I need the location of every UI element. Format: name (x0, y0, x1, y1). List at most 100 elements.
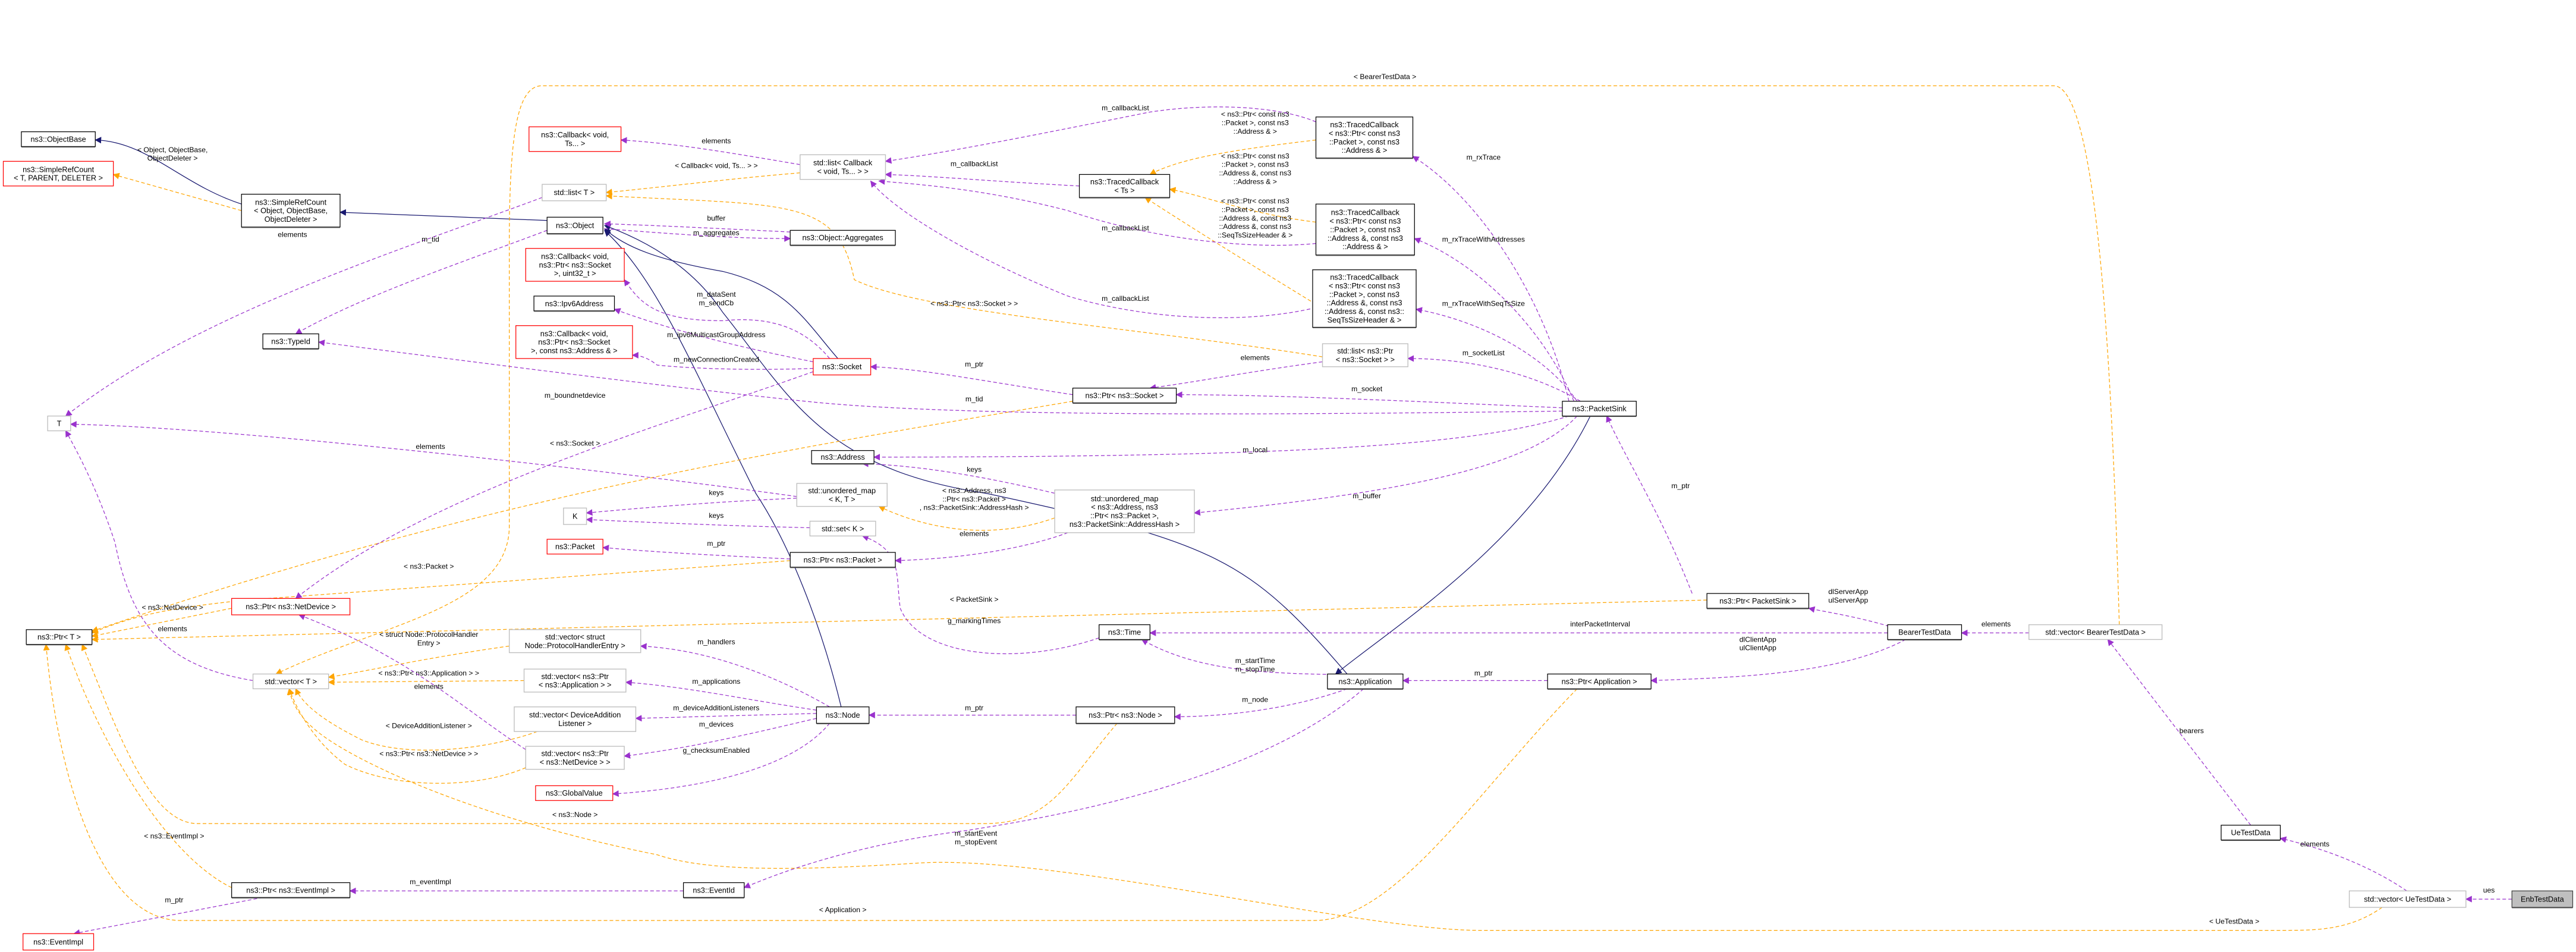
node-label-line: ns3::Packet (555, 542, 595, 551)
node-label: ns3::TracedCallback< Ts > (1090, 177, 1159, 194)
class-node-umap-kt[interactable]: std::unordered_map< K, T > (796, 483, 888, 507)
edge-label: elements (1981, 620, 2011, 628)
class-node-ptr-pkt[interactable]: ns3::Ptr< ns3::Packet > (790, 552, 896, 568)
node-box (1078, 174, 1171, 198)
usage-edge (586, 498, 797, 516)
edge-label-line: ::Packet >, const ns3 (1222, 119, 1289, 127)
node-label-line: ns3::Callback< void, (540, 329, 608, 338)
edge-label: m_tid (965, 395, 983, 403)
node-box (790, 552, 896, 568)
class-node-typeid[interactable]: ns3::TypeId (262, 333, 319, 350)
node-box (21, 131, 96, 147)
class-node-src-obj[interactable]: ns3::SimpleRefCount< Object, ObjectBase,… (241, 193, 341, 228)
class-node-app[interactable]: ns3::Application (1327, 673, 1404, 690)
usage-edge (73, 897, 263, 936)
class-node-packet[interactable]: ns3::Packet (546, 539, 603, 555)
node-box (47, 415, 71, 432)
edge-label: m_callbackList (1102, 104, 1149, 112)
class-node-address[interactable]: ns3::Address (811, 450, 875, 465)
class-node-socket[interactable]: ns3::Socket (813, 358, 872, 376)
class-node-node[interactable]: ns3::Node (816, 706, 870, 724)
edge-label-line: dlServerApp (1828, 587, 1868, 596)
class-node-ptr-t[interactable]: ns3::Ptr< T > (26, 629, 93, 646)
edge-label-line: ::Ptr< ns3::Packet > (942, 495, 1006, 503)
class-node-tc2[interactable]: ns3::TracedCallback< ns3::Ptr< const ns3… (1315, 203, 1415, 256)
class-node-tc-ts[interactable]: ns3::TracedCallback< Ts > (1078, 174, 1171, 199)
class-node-list-ps[interactable]: std::list< ns3::Ptr< ns3::Socket > > (1322, 343, 1408, 367)
usage-edge (603, 221, 791, 232)
class-node-k[interactable]: K (563, 507, 587, 525)
class-node-t[interactable]: T (47, 415, 71, 432)
template-edge (91, 401, 1073, 633)
class-node-eventimpl[interactable]: ns3::EventImpl (23, 933, 95, 951)
class-node-set-k[interactable]: std::set< K > (809, 520, 876, 537)
class-node-vec-ue[interactable]: std::vector< UeTestData > (2348, 890, 2467, 908)
class-node-ue[interactable]: UeTestData (2220, 825, 2281, 841)
class-node-eventid[interactable]: ns3::EventId (682, 882, 745, 898)
class-node-psink[interactable]: ns3::PacketSink (1562, 401, 1637, 417)
node-box (546, 539, 603, 555)
node-label: ns3::Ipv6Address (545, 299, 603, 308)
class-node-cb-addr[interactable]: ns3::Callback< void,ns3::Ptr< ns3::Socke… (515, 325, 633, 359)
edge-label: elements (2300, 840, 2329, 849)
class-node-vec-t[interactable]: std::vector< T > (252, 673, 329, 690)
edge-label: m_ptr (707, 539, 725, 548)
inheritance-edge (95, 137, 242, 205)
class-node-vec-btd[interactable]: std::vector< BearerTestData > (2028, 624, 2163, 640)
node-label: ns3::TracedCallback< ns3::Ptr< const ns3… (1325, 273, 1404, 325)
class-node-btd[interactable]: BearerTestData (1887, 624, 1962, 640)
template-edge (605, 172, 800, 196)
class-node-vec-app[interactable]: std::vector< ns3::Ptr< ns3::Application … (523, 668, 627, 693)
node-label: std::vector< ns3::Ptr< ns3::NetDevice > … (540, 749, 611, 766)
class-node-object[interactable]: ns3::Object (546, 216, 603, 235)
class-node-enb[interactable]: EnbTestData (2511, 890, 2574, 909)
edge-label-line: < PacketSink > (950, 595, 999, 604)
node-label: std::list< T > (553, 188, 595, 197)
class-node-objbase[interactable]: ns3::ObjectBase (21, 131, 96, 147)
class-node-ipv6[interactable]: ns3::Ipv6Address (533, 296, 615, 312)
class-node-ptr-ei[interactable]: ns3::Ptr< ns3::EventImpl > (231, 882, 351, 898)
class-node-umap-big[interactable]: std::unordered_map< ns3::Address, ns3::P… (1054, 489, 1195, 533)
node-label-line: ::Address &, const ns3 (1328, 234, 1403, 243)
node-label-line: ns3::Callback< void, (541, 252, 609, 260)
node-box (1075, 706, 1175, 724)
node-box (1312, 269, 1417, 328)
class-node-list-cb[interactable]: std::list< Callback< void, Ts... > > (800, 154, 886, 180)
node-box (26, 629, 93, 645)
edge-label-line: m_stopTime (1235, 665, 1275, 674)
edge-label-line: ulServerApp (1828, 596, 1868, 605)
node-box (1327, 673, 1404, 689)
class-node-tc1[interactable]: ns3::TracedCallback< ns3::Ptr< const ns3… (1315, 117, 1414, 159)
class-node-aggr[interactable]: ns3::Object::Aggregates (790, 230, 896, 246)
class-node-cb-ts[interactable]: ns3::Callback< void,Ts... > (529, 126, 622, 152)
class-node-time[interactable]: ns3::Time (1099, 624, 1150, 640)
edge-label-line: m_sendCb (699, 299, 734, 307)
node-label-line: std::list< Callback (813, 158, 873, 167)
edge-label-line: bearers (2179, 727, 2204, 735)
class-node-ptr-sock[interactable]: ns3::Ptr< ns3::Socket > (1072, 388, 1177, 404)
class-node-vec-nd[interactable]: std::vector< ns3::Ptr< ns3::NetDevice > … (525, 746, 625, 770)
class-node-ptr-app[interactable]: ns3::Ptr< Application > (1547, 673, 1652, 690)
edge-label-line: elements (960, 529, 989, 538)
edge-label-line: m_handlers (697, 638, 735, 646)
class-node-ptr-node[interactable]: ns3::Ptr< ns3::Node > (1075, 706, 1175, 724)
edge-label: m_handlers (697, 638, 735, 646)
class-node-cb-u32[interactable]: ns3::Callback< void,ns3::Ptr< ns3::Socke… (525, 248, 625, 282)
node-label-line: ns3::GlobalValue (546, 788, 603, 797)
edge-label-line: < DeviceAdditionListener > (386, 722, 472, 730)
edge-label-line: m_dataSent (697, 290, 736, 299)
class-node-ptr-nd[interactable]: ns3::Ptr< ns3::NetDevice > (231, 598, 351, 615)
node-label-line: ns3::Time (1108, 627, 1141, 636)
edge-label-line: < ns3::Packet > (404, 563, 454, 571)
class-node-list-t[interactable]: std::list< T > (542, 184, 607, 202)
usage-edge (1650, 639, 1906, 684)
class-node-tc3[interactable]: ns3::TracedCallback< ns3::Ptr< const ns3… (1312, 269, 1417, 328)
edge-label-line: m_callbackList (1102, 104, 1149, 112)
class-node-gv[interactable]: ns3::GlobalValue (535, 785, 614, 801)
class-node-ptr-ps[interactable]: ns3::Ptr< PacketSink > (1706, 593, 1810, 609)
class-node-src-tpd[interactable]: ns3::SimpleRefCount< T, PARENT, DELETER … (2, 161, 114, 187)
